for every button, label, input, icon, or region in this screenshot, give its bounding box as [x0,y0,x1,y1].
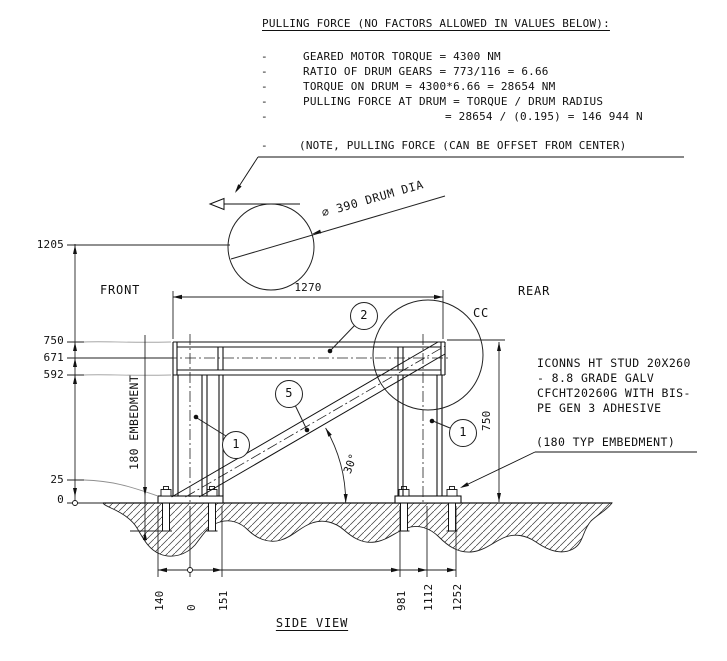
dim-bottom-140: 140 [153,590,166,611]
view-title: SIDE VIEW [275,616,349,630]
dim-left-750: 750 [43,334,64,347]
rear-label: REAR [518,284,551,298]
top-beam [166,341,450,376]
dim-right-750: 750 [480,410,493,431]
offset-note-leader [235,156,684,193]
anchor-bolts [160,503,458,532]
stud-note-leader [460,451,697,488]
support-legs [172,334,443,505]
balloon-2 [350,302,378,330]
right-height-dimension [447,339,505,502]
balloon-2-label: 2 [360,308,368,322]
balloon-1-front-label: 1 [232,437,240,451]
dim-left-25: 25 [50,473,64,486]
balloon-5 [275,380,303,408]
top-span-dimension [172,290,444,339]
pulling-force-heading: PULLING FORCE (NO FACTORS ALLOWED IN VAL… [262,17,610,30]
drum-dia-arrow [312,229,322,234]
left-dimension-chain [67,244,230,506]
bottom-dimension-chain [157,506,457,577]
bullet-dash: - [261,65,268,78]
stud-note-line2: - 8.8 GRADE GALV [537,371,655,385]
diagonal-brace [171,341,446,498]
balloon-1-front [222,431,250,459]
dim-bottom-981: 981 [395,590,408,611]
bullet-dash: - [261,50,268,63]
offset-note: (NOTE, PULLING FORCE (CAN BE OFFSET FROM… [299,139,627,152]
note-gear-ratio: RATIO OF DRUM GEARS = 773/116 = 6.66 [303,65,549,78]
note-pulling-force: PULLING FORCE AT DRUM = TORQUE / DRUM RA… [303,95,604,108]
brace-angle-arc [325,427,348,504]
stud-note-line3: CFCHT20260G WITH BIS- [537,386,691,400]
dim-bottom-0: 0 [185,604,198,611]
cc-label: CC [473,306,490,320]
balloon-5-label: 5 [285,386,293,400]
ground-hatch [102,502,613,557]
dim-bottom-151: 151 [217,590,230,611]
embedment-dimension [130,335,172,540]
base-plates [157,495,462,504]
dim-bottom-1252: 1252 [451,583,464,611]
stud-note-line1: ICONNS HT STUD 20X260 [537,356,691,370]
embedment-note: (180 TYP EMBEDMENT) [536,435,676,449]
balloon-callouts [193,302,477,459]
note-motor-torque: GEARED MOTOR TORQUE = 4300 NM [303,50,501,63]
note-force-result: = 28654 / (0.195) = 146 944 N [445,110,643,123]
bullet-dash: - [261,110,268,123]
bullet-dash: - [261,95,268,108]
pulling-force-arrow [208,197,300,211]
dim-top-span: 1270 [294,281,322,294]
dim-left-592: 592 [43,368,64,381]
front-label: FRONT [100,283,141,297]
stud-note-line4: PE GEN 3 ADHESIVE [537,401,662,415]
dim-left-1205: 1205 [36,238,64,251]
balloon-1-rear [449,419,477,447]
detail-circle-cc [372,299,484,411]
dim-left-0: 0 [57,493,64,506]
bullet-dash: - [261,80,268,93]
bullet-dash: - [261,139,268,152]
bolt-nuts [160,486,458,497]
note-drum-torque: TORQUE ON DRUM = 4300*6.66 = 28654 NM [303,80,556,93]
embedment-dim-label: 180 EMBEDMENT [127,374,141,470]
balloon-1-rear-label: 1 [459,425,467,439]
dim-bottom-1112: 1112 [422,583,435,611]
dim-left-671: 671 [43,351,64,364]
